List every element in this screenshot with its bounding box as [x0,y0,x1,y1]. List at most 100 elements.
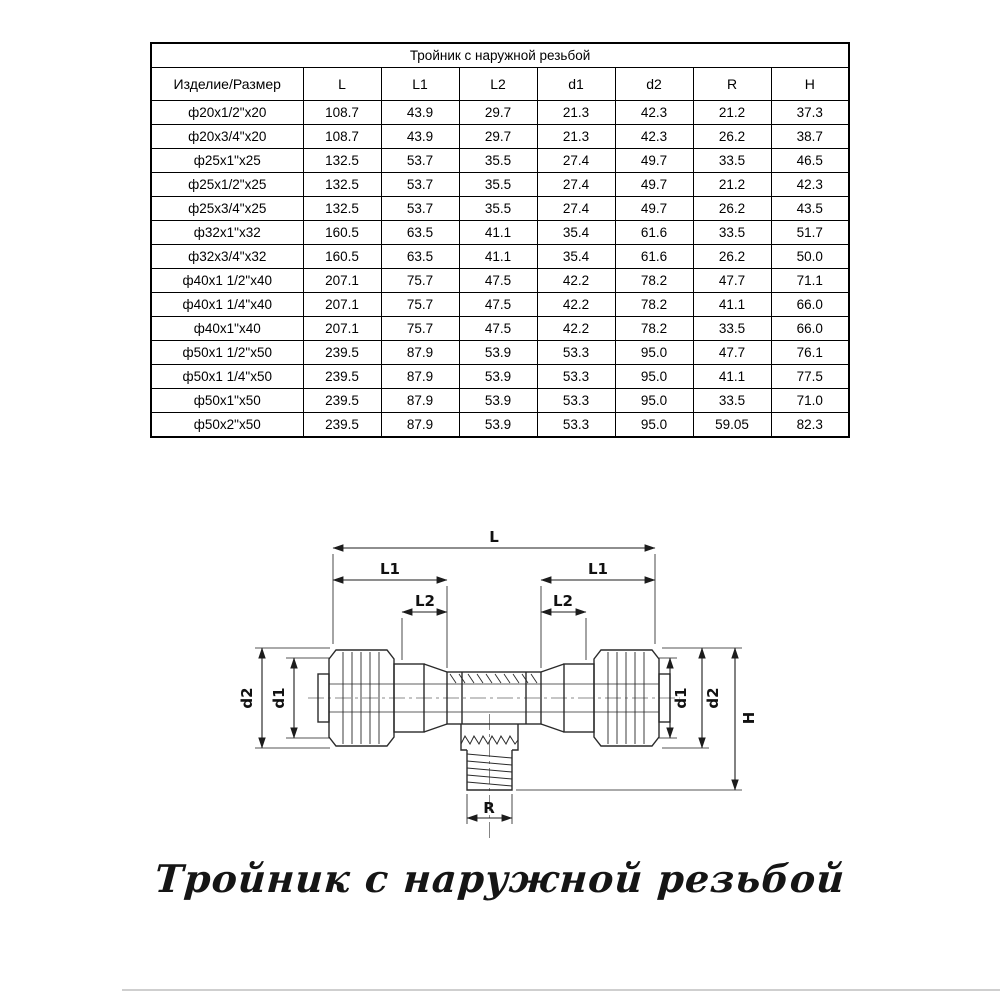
value-cell: 53.3 [536,412,616,438]
value-cell: 21.3 [536,100,616,125]
value-cell: 47.7 [692,340,772,365]
centerlines [308,697,680,840]
value-cell: 53.3 [536,388,616,413]
value-cell: 21.2 [692,172,772,197]
value-cell: 207.1 [302,292,382,317]
thread-lines [466,753,513,787]
value-cell: 75.7 [380,268,460,293]
value-cell: 66.0 [770,292,850,317]
value-cell: 61.6 [614,220,694,245]
dim-label-H: H [740,712,758,725]
value-cell: 35.5 [458,196,538,221]
table-title: Тройник с наружной резьбой [150,42,850,68]
col-header: L [302,67,382,101]
value-cell: 78.2 [614,292,694,317]
value-cell: 61.6 [614,244,694,269]
value-cell: 82.3 [770,412,850,438]
size-cell: ф40x1 1/2"x40 [150,268,304,293]
value-cell: 53.7 [380,148,460,173]
value-cell: 95.0 [614,412,694,438]
value-cell: 29.7 [458,124,538,149]
value-cell: 42.2 [536,316,616,341]
value-cell: 26.2 [692,244,772,269]
value-cell: 41.1 [458,244,538,269]
value-cell: 63.5 [380,244,460,269]
dim-label-d2-right: d2 [704,687,722,708]
size-cell: ф40x1"x40 [150,316,304,341]
value-cell: 207.1 [302,316,382,341]
dim-label-L1-left: L1 [380,560,400,578]
value-cell: 33.5 [692,220,772,245]
col-header: L2 [458,67,538,101]
value-cell: 35.5 [458,172,538,197]
value-cell: 87.9 [380,340,460,365]
table-title-row: Тройник с наружной резьбой [150,42,850,68]
size-cell: ф25x1"x25 [150,148,304,173]
left-nut [328,649,395,747]
col-header: d1 [536,67,616,101]
value-cell: 50.0 [770,244,850,269]
center-body [446,671,542,725]
col-header: R [692,67,772,101]
size-cell: ф32x3/4"x32 [150,244,304,269]
value-cell: 108.7 [302,100,382,125]
value-cell: 239.5 [302,364,382,389]
value-cell: 239.5 [302,340,382,365]
value-cell: 53.7 [380,172,460,197]
value-cell: 27.4 [536,196,616,221]
page-bottom-rule [122,989,1000,991]
value-cell: 35.5 [458,148,538,173]
drawing-caption: Тройник с наружной резьбой [153,856,847,901]
value-cell: 71.0 [770,388,850,413]
value-cell: 33.5 [692,148,772,173]
branch-thread [466,750,513,791]
value-cell: 78.2 [614,316,694,341]
dim-label-d2-left: d2 [238,687,256,708]
value-cell: 59.05 [692,412,772,438]
value-cell: 33.5 [692,316,772,341]
left-cone [423,663,448,733]
value-cell: 35.4 [536,220,616,245]
value-cell: 41.1 [458,220,538,245]
value-cell: 26.2 [692,196,772,221]
value-cell: 95.0 [614,340,694,365]
value-cell: 66.0 [770,316,850,341]
value-cell: 46.5 [770,148,850,173]
value-cell: 132.5 [302,148,382,173]
value-cell: 207.1 [302,268,382,293]
value-cell: 53.9 [458,412,538,438]
value-cell: 87.9 [380,412,460,438]
size-cell: ф50x1 1/2"x50 [150,340,304,365]
value-cell: 42.2 [536,268,616,293]
value-cell: 47.5 [458,268,538,293]
value-cell: 42.2 [536,292,616,317]
value-cell: 42.3 [770,172,850,197]
value-cell: 78.2 [614,268,694,293]
right-cone [540,663,565,733]
value-cell: 76.1 [770,340,850,365]
value-cell: 47.7 [692,268,772,293]
value-cell: 108.7 [302,124,382,149]
value-cell: 160.5 [302,220,382,245]
value-cell: 21.2 [692,100,772,125]
knurl-and-ribs [342,652,645,744]
value-cell: 49.7 [614,148,694,173]
value-cell: 53.3 [536,364,616,389]
tee-fitting-outline [317,649,671,791]
dim-label-d1-left: d1 [270,687,288,708]
value-cell: 132.5 [302,172,382,197]
technical-drawing: L L1 L1 L2 L2 d1 d2 d1 d2 H R [238,528,758,840]
branch-flange [460,724,519,751]
value-cell: 41.1 [692,292,772,317]
size-cell: ф50x1"x50 [150,388,304,413]
value-cell: 53.3 [536,340,616,365]
value-cell: 47.5 [458,292,538,317]
value-cell: 53.9 [458,364,538,389]
